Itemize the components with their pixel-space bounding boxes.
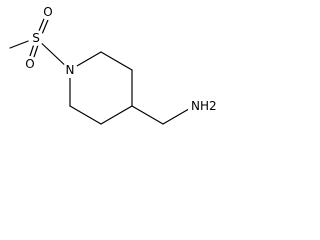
ring-bond-c3-c4 — [100, 105, 133, 125]
ring-bond-c2-c3 — [69, 105, 102, 125]
bond-ring-methylene — [131, 105, 164, 125]
amine-background — [188, 98, 218, 114]
ring-bond-c5-c6 — [100, 51, 133, 71]
ring-nitrogen-background — [62, 62, 78, 78]
ring-nitrogen-label: N — [66, 63, 75, 77]
sulfur-label: S — [32, 31, 40, 45]
oxygen-bottom-background — [22, 56, 38, 72]
oxygen-top-label: O — [43, 5, 52, 19]
chemical-structure: O S O N NH2 — [9, 4, 218, 125]
oxygen-top-background — [40, 4, 56, 20]
oxygen-bottom-label: O — [25, 57, 34, 71]
sulfur-background — [28, 30, 44, 46]
atom-labels: O S O N NH2 — [22, 4, 218, 114]
amine-label: NH2 — [191, 99, 217, 113]
